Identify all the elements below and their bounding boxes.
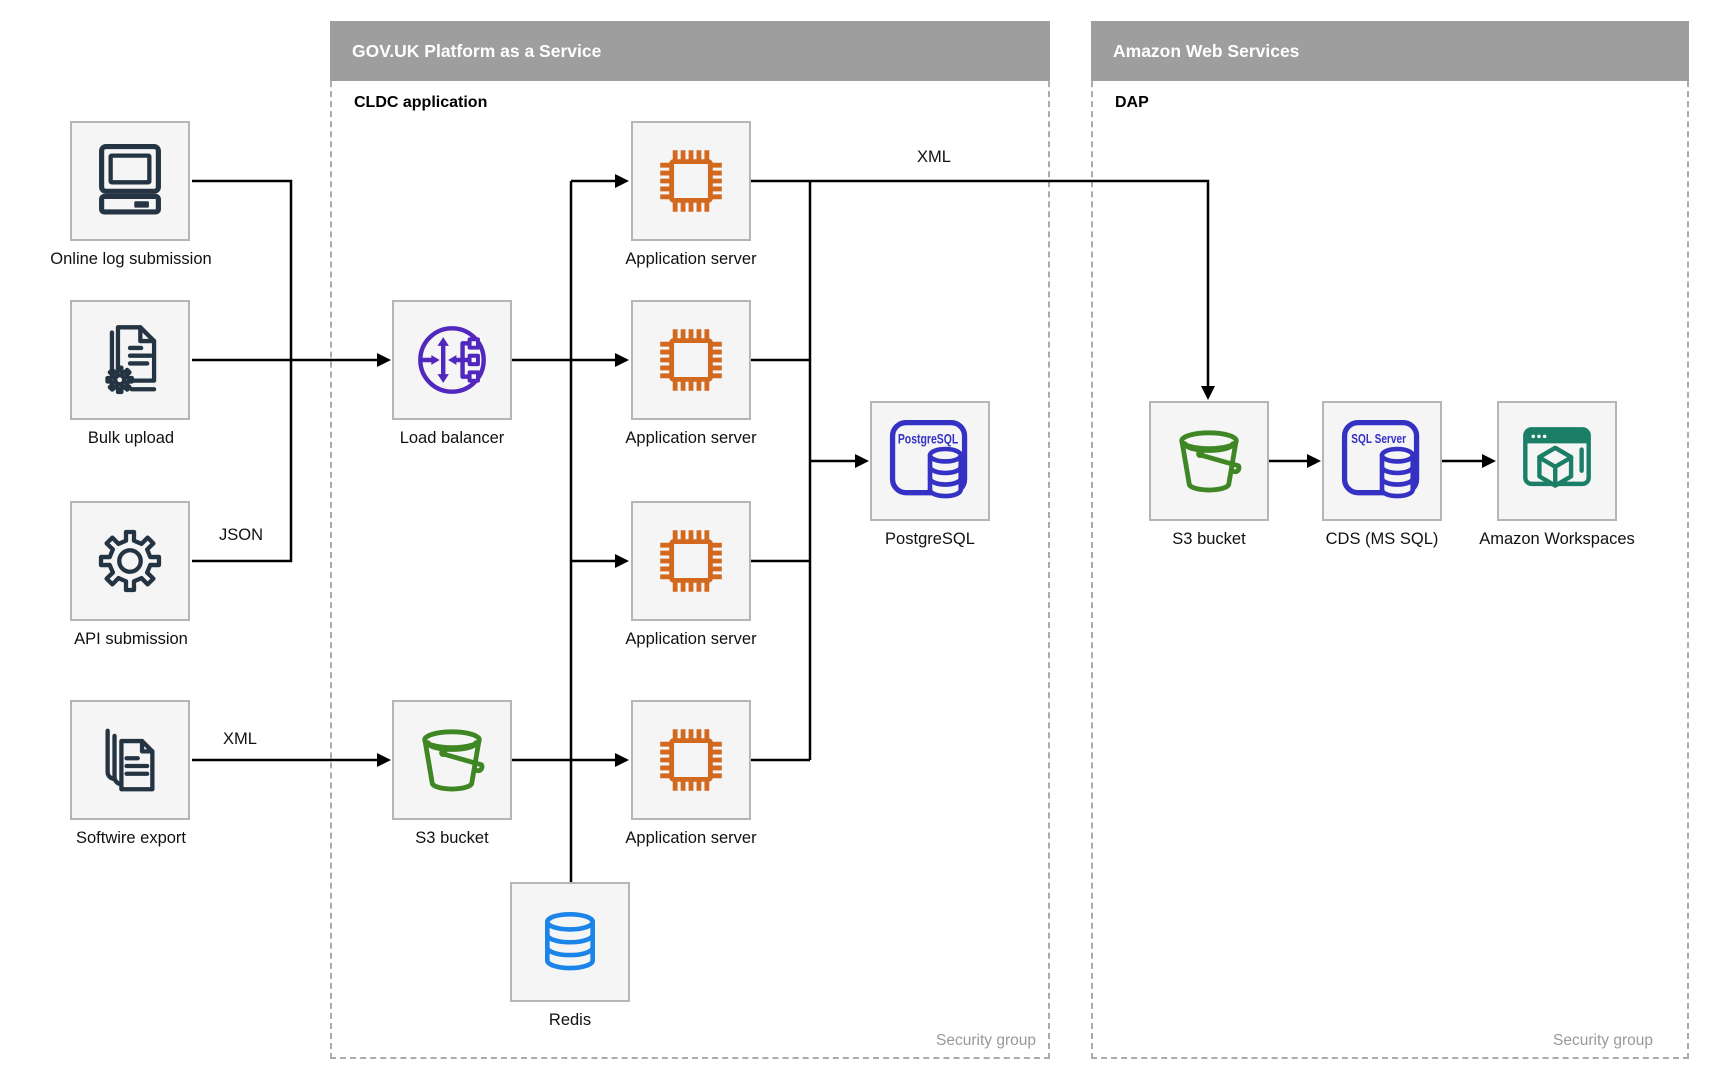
cldc-application-label: CLDC application xyxy=(354,94,488,111)
s3-bucket-icon xyxy=(1165,417,1253,505)
sql-server-icon-text: SQL Server xyxy=(1351,431,1406,446)
chip-icon xyxy=(647,517,735,605)
node-app-server-4 xyxy=(631,700,751,820)
edge-label-json: JSON xyxy=(218,526,263,544)
dap-label: DAP xyxy=(1115,94,1149,111)
node-label: CDS (MS SQL) xyxy=(1325,530,1439,548)
node-cds-mssql: SQL Server xyxy=(1322,401,1442,521)
node-label: PostgreSQL xyxy=(885,530,975,548)
chip-icon xyxy=(647,137,735,225)
node-label: S3 bucket xyxy=(1172,530,1246,548)
govuk-paas-header: GOV.UK Platform as a Service xyxy=(330,21,1050,81)
node-s3-bucket-paas xyxy=(392,700,512,820)
node-label: Amazon Workspaces xyxy=(1479,530,1635,548)
node-softwire-export xyxy=(70,700,190,820)
node-label: Redis xyxy=(548,1011,592,1029)
node-label: Bulk upload xyxy=(87,429,175,447)
documents-stack-icon xyxy=(105,728,155,792)
document-gear-icon xyxy=(87,325,157,403)
node-postgresql: PostgreSQL xyxy=(870,401,990,521)
node-label: S3 bucket xyxy=(415,829,489,847)
node-label: Load balancer xyxy=(399,429,505,447)
node-bulk-upload xyxy=(70,300,190,420)
node-app-server-2 xyxy=(631,300,751,420)
node-s3-bucket-dap xyxy=(1149,401,1269,521)
redis-database-icon xyxy=(545,911,595,971)
edge-label-xml-to-dap: XML xyxy=(917,148,951,166)
sql-server-icon: SQL Server xyxy=(1341,419,1420,499)
node-label: Application server xyxy=(625,250,757,268)
node-label: Softwire export xyxy=(75,829,187,847)
node-label: Application server xyxy=(625,829,757,847)
node-app-server-1 xyxy=(631,121,751,241)
edge-label-xml-softwire: XML xyxy=(223,730,257,748)
postgresql-icon-text: PostgreSQL xyxy=(898,432,958,447)
node-app-server-3 xyxy=(631,501,751,621)
postgresql-icon: PostgreSQL xyxy=(889,419,968,499)
node-label: Application server xyxy=(625,630,757,648)
computer-icon xyxy=(99,144,161,215)
security-group-label-dap: Security group xyxy=(1553,1032,1653,1049)
s3-bucket-icon xyxy=(408,716,496,804)
node-label: API submission xyxy=(74,630,188,648)
node-api-submission xyxy=(70,501,190,621)
govuk-paas-container: GOV.UK Platform as a Service CLDC applic… xyxy=(330,21,1050,1059)
security-group-label-paas: Security group xyxy=(936,1032,1036,1049)
node-load-balancer xyxy=(392,300,512,420)
chip-icon xyxy=(647,316,735,404)
load-balancer-icon xyxy=(418,326,486,394)
edge-onlinelog-api-connector xyxy=(192,179,293,563)
aws-header: Amazon Web Services xyxy=(1091,21,1689,81)
node-redis xyxy=(510,882,630,1002)
node-label: Application server xyxy=(625,429,757,447)
node-online-log-submission xyxy=(70,121,190,241)
aws-container: Amazon Web Services DAP Security group xyxy=(1091,21,1689,1059)
node-label: Online log submission xyxy=(50,250,212,268)
workspaces-icon xyxy=(1523,427,1591,488)
node-amazon-workspaces xyxy=(1497,401,1617,521)
chip-icon xyxy=(647,716,735,804)
gear-icon xyxy=(87,518,173,604)
